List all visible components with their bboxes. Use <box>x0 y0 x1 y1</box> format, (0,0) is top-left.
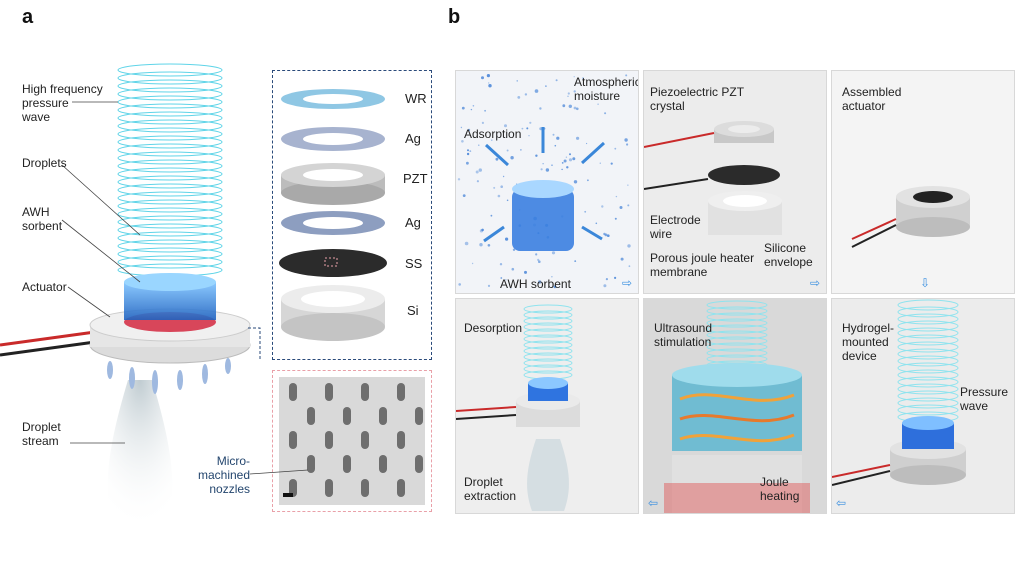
tile5-label-joule: Joule heating <box>760 475 800 503</box>
next-arrow-icon: ⇨ <box>622 276 633 290</box>
layer-label-pzt: PZT <box>403 171 428 186</box>
tile-ultrasound: Ultrasound stimulation Joule heating ⇦ <box>643 298 827 514</box>
label-droplet-stream: Droplet stream <box>22 420 61 448</box>
black-wire <box>0 340 96 357</box>
tile1-label-sorbent: AWH sorbent <box>500 277 571 291</box>
pressure-wave-rings <box>117 63 223 277</box>
next-arrow-icon: ⇨ <box>810 276 821 290</box>
down-arrow-icon: ⇩ <box>920 276 931 290</box>
layers-stack <box>279 89 387 341</box>
tile3-label-assembled: Assembled actuator <box>842 85 902 113</box>
nozzles-box <box>272 370 432 512</box>
layer-label-si: Si <box>407 303 419 318</box>
label-droplets: Droplets <box>22 156 67 170</box>
layer-ss <box>279 249 387 277</box>
tile-components: Piezoelectric PZT crystal Electrode wire… <box>643 70 827 294</box>
prev-arrow-icon: ⇦ <box>648 496 659 510</box>
sem-image <box>279 377 425 505</box>
label-awh-sorbent: AWH sorbent <box>22 205 63 233</box>
tile1-label-adsorption: Adsorption <box>464 127 522 141</box>
tile2-label-silicone: Silicone envelope <box>764 241 813 269</box>
adsorption-arrows <box>483 127 606 243</box>
heater-membrane <box>708 165 780 185</box>
label-nozzles: Micro- machined nozzles <box>198 454 251 496</box>
tile2-label-pzt: Piezoelectric PZT crystal <box>650 85 745 113</box>
tile6-label-hydrogel: Hydrogel- mounted device <box>842 321 895 363</box>
tile1-label-moisture: Atmospheric moisture <box>574 75 639 103</box>
label-pressure-wave: High frequency pressure wave <box>22 82 103 124</box>
tile-adsorption: Adsorption Atmospheric moisture AWH sorb… <box>455 70 639 294</box>
red-wire <box>0 330 96 347</box>
tile5-label-ultrasound: Ultrasound stimulation <box>654 321 713 349</box>
tile-desorption: Desorption Droplet extraction <box>455 298 639 514</box>
tile2-label-heater: Porous joule heater membrane <box>650 251 755 279</box>
tile-assembled: Assembled actuator ⇩ <box>831 70 1015 294</box>
device-illustration <box>0 63 261 530</box>
sorbent-top <box>124 273 216 291</box>
leader-lines <box>61 101 141 444</box>
tile6-label-pressure: Pressure wave <box>960 385 1009 413</box>
drips <box>107 358 231 394</box>
label-actuator: Actuator <box>22 280 67 294</box>
tile4-label-desorption: Desorption <box>464 321 523 335</box>
actuator-callout <box>248 327 261 360</box>
tile-hydrogel-device: Hydrogel- mounted device Pressure wave ⇦ <box>831 298 1015 514</box>
layers-box: WR Ag PZT Ag SS Si <box>272 70 432 360</box>
scale-bar <box>283 493 293 497</box>
layer-label-wr: WR <box>405 91 427 106</box>
layer-label-ag-bottom: Ag <box>405 215 421 230</box>
droplet-stream-shape <box>107 380 173 530</box>
panel-a-letter: a <box>22 6 34 28</box>
layer-label-ag-top: Ag <box>405 131 421 146</box>
prev-arrow-icon: ⇦ <box>836 496 847 510</box>
tile4-label-extraction: Droplet extraction <box>464 475 517 503</box>
layer-label-ss: SS <box>405 256 423 271</box>
panel-b-letter: b <box>448 6 461 28</box>
tile2-label-electrode: Electrode wire <box>650 213 701 241</box>
sorbent-cylinder <box>512 189 574 251</box>
nozzle-leader <box>250 469 309 475</box>
